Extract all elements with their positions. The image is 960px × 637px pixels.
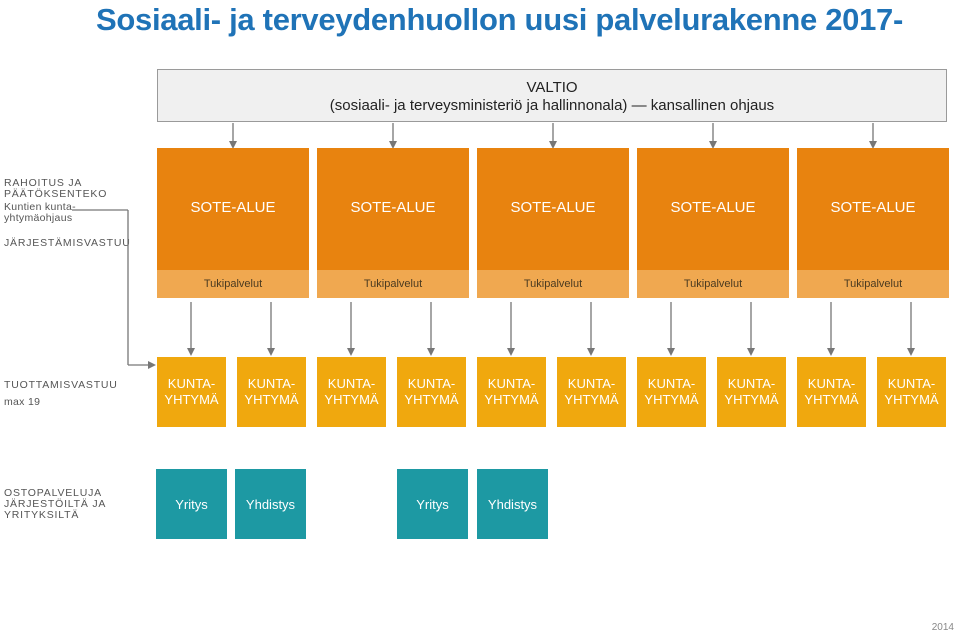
kuntayhtyma-6: KUNTA-YHTYMÄ [557,357,626,427]
label-rahoitus: RAHOITUS JA [4,177,83,189]
sote-alue-5: SOTE-ALUE [797,148,949,270]
tukipalvelut-4: Tukipalvelut [637,270,789,298]
page-title: Sosiaali- ja terveydenhuollon uusi palve… [96,2,904,37]
label-jarjestamisvastuu: JÄRJESTÄMISVASTUU [4,237,131,249]
sote-alue-1: SOTE-ALUE [157,148,309,270]
tukipalvelut-2: Tukipalvelut [317,270,469,298]
valtio-box: VALTIO (sosiaali- ja terveysministeriö j… [157,69,947,122]
tukipalvelut-5: Tukipalvelut [797,270,949,298]
provider-yritys-1: Yritys [156,469,227,539]
provider-yhdistys-1: Yhdistys [235,469,306,539]
valtio-title: VALTIO [526,79,578,96]
kuntayhtyma-5: KUNTA-YHTYMÄ [477,357,546,427]
sote-alue-4: SOTE-ALUE [637,148,789,270]
label-tuottamisvastuu: TUOTTAMISVASTUU [4,379,118,391]
label-jarjestoilta: JÄRJESTÖILTÄ JA [4,498,107,510]
kuntayhtyma-4: KUNTA-YHTYMÄ [397,357,466,427]
label-paatoksenteko: PÄÄTÖKSENTEKO [4,188,108,200]
year-label: 2014 [931,622,954,633]
label-ostopalveluja: OSTOPALVELUJA [4,487,102,499]
kuntayhtyma-1: KUNTA-YHTYMÄ [157,357,226,427]
label-yrityksilta: YRITYKSILTÄ [4,509,80,521]
label-yhtymaohjaus: yhtymäohjaus [4,212,73,224]
label-kuntien: Kuntien kunta- [4,201,76,213]
kuntayhtyma-9: KUNTA-YHTYMÄ [797,357,866,427]
provider-yritys-2: Yritys [397,469,468,539]
tukipalvelut-1: Tukipalvelut [157,270,309,298]
tukipalvelut-3: Tukipalvelut [477,270,629,298]
kuntayhtyma-7: KUNTA-YHTYMÄ [637,357,706,427]
valtio-subtitle: (sosiaali- ja terveysministeriö ja halli… [329,97,775,114]
kuntayhtyma-10: KUNTA-YHTYMÄ [877,357,946,427]
sote-alue-3: SOTE-ALUE [477,148,629,270]
kuntayhtyma-8: KUNTA-YHTYMÄ [717,357,786,427]
label-max: max 19 [4,396,41,408]
kuntayhtyma-2: KUNTA-YHTYMÄ [237,357,306,427]
kuntayhtyma-3: KUNTA-YHTYMÄ [317,357,386,427]
sote-alue-2: SOTE-ALUE [317,148,469,270]
provider-yhdistys-2: Yhdistys [477,469,548,539]
